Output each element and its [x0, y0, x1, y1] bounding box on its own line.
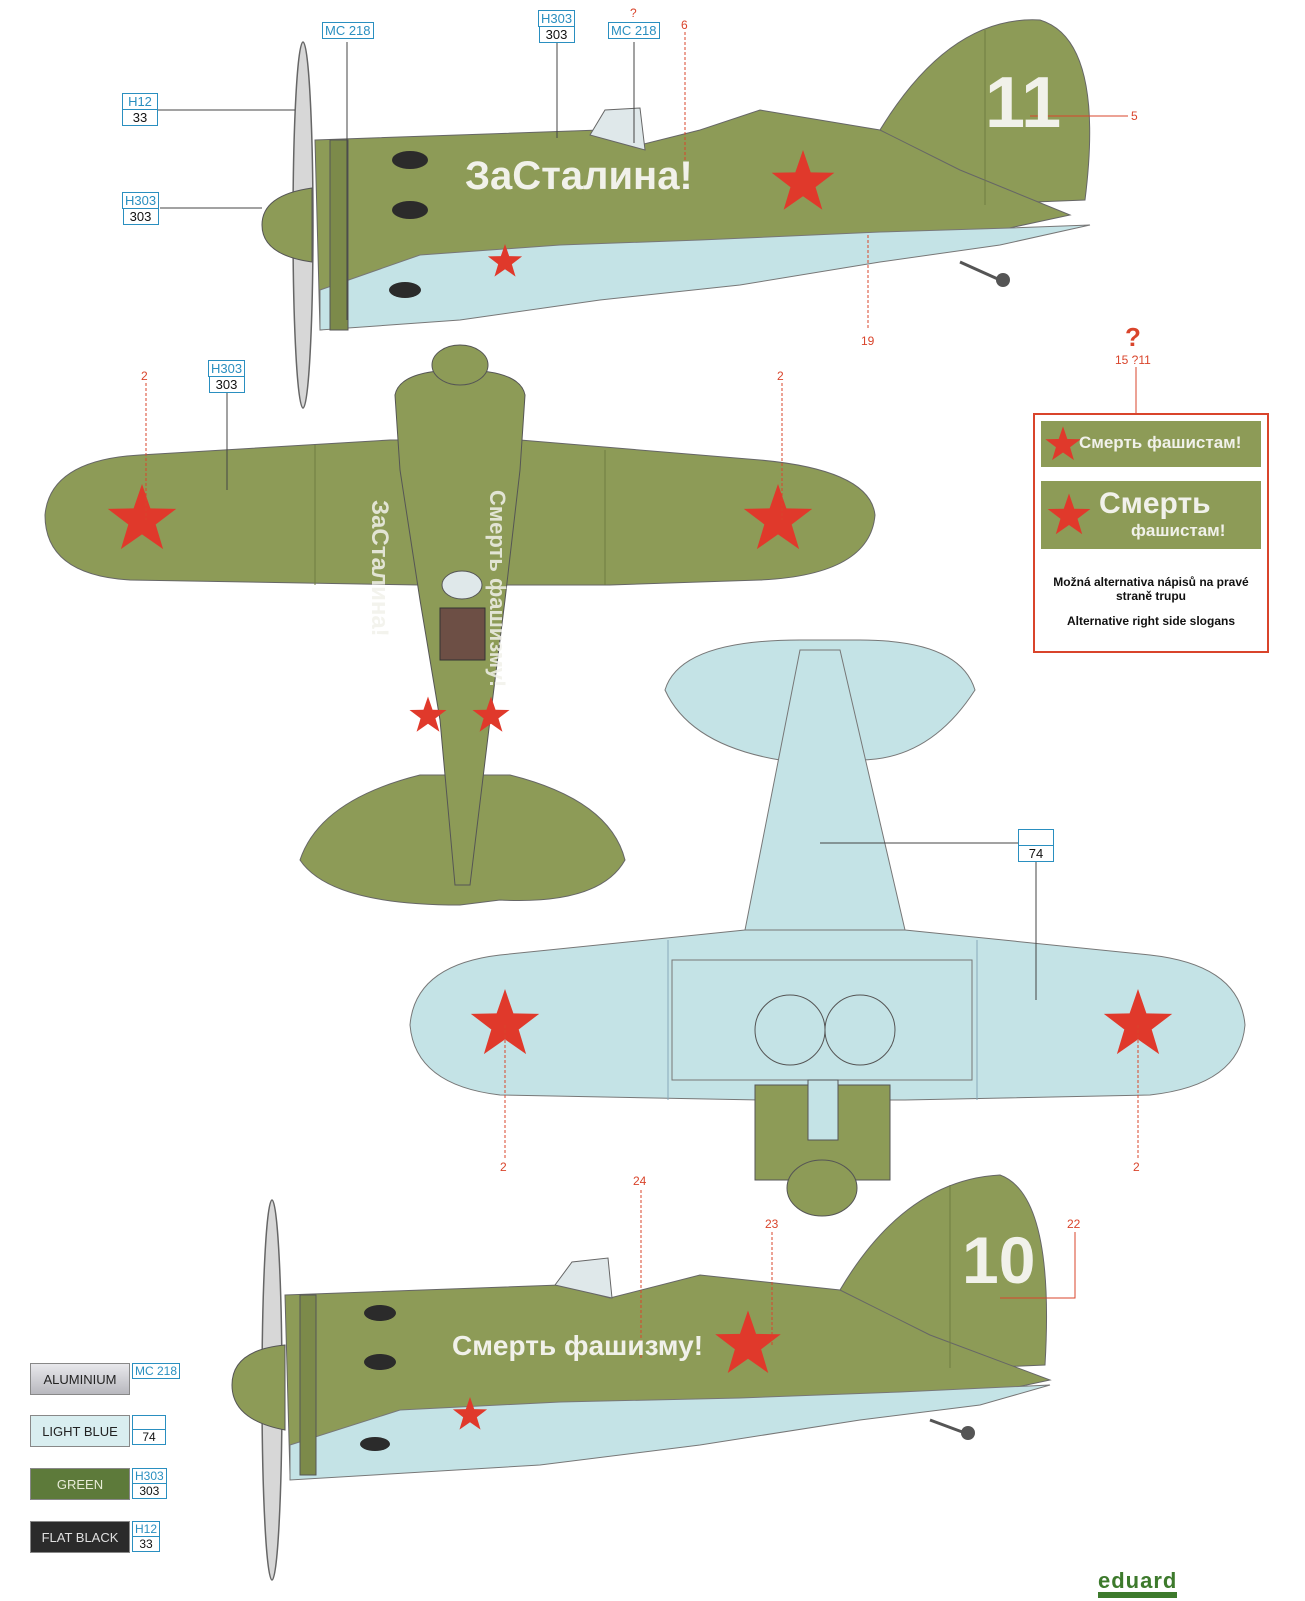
- callout-23: 23: [765, 1217, 779, 1231]
- callout-mc218-b: MC 218: [608, 22, 660, 39]
- legend-codes: H12 33: [132, 1521, 161, 1552]
- callout-h303-plan: H303 303: [208, 360, 246, 393]
- callout-number: 33: [122, 110, 158, 126]
- alt-note-czech: Možná alternativa nápisů na pravé straně…: [1053, 575, 1249, 603]
- legend-swatch: LIGHT BLUE: [30, 1415, 130, 1447]
- callout-number: 303: [538, 27, 575, 43]
- legend-code: [132, 1415, 166, 1430]
- legend-code: H12: [132, 1521, 161, 1537]
- legend-number: 303: [132, 1484, 167, 1499]
- side-view-bottom: [231, 1174, 1052, 1581]
- slogan-plan-right: Смерть фашизму!: [485, 490, 510, 688]
- callout-2-plan-left: 2: [141, 369, 148, 383]
- callout-2-under-left: 2: [500, 1160, 507, 1174]
- callout-code: H303: [122, 192, 160, 209]
- legend-codes: MC 218: [132, 1363, 181, 1379]
- slogan-plan-left: ЗаСталина!: [366, 500, 393, 637]
- callout-2-under-right: 2: [1133, 1160, 1140, 1174]
- tail-number-11: 11: [985, 63, 1062, 143]
- callout-number: 303: [122, 209, 159, 225]
- callout-2-plan-right: 2: [777, 369, 784, 383]
- legend-swatch: ALUMINIUM: [30, 1363, 130, 1395]
- slogan-side-top: ЗаСталина!: [465, 154, 693, 198]
- alternative-slogans-panel: Смерть фашистам! Смерть фашистам! Možná …: [1033, 413, 1269, 653]
- red-star-icon: [1047, 493, 1091, 535]
- alt-slogan-2b: фашистам!: [1131, 521, 1226, 540]
- leader-22: [1000, 1232, 1076, 1299]
- callout-24: 24: [633, 1174, 647, 1188]
- brand-logo: eduard: [1098, 1570, 1178, 1598]
- bottom-view: [409, 639, 1246, 1217]
- alt-slogan-band-2: Смерть фашистам!: [1041, 481, 1261, 549]
- callout-6: 6: [681, 18, 688, 32]
- callout-22: 22: [1067, 1217, 1081, 1231]
- alt-note-english: Alternative right side slogans: [1066, 614, 1236, 628]
- legend-flat-black: FLAT BLACK H12 33: [30, 1521, 161, 1553]
- leader-lines: [145, 32, 1139, 1360]
- callout-19: 19: [861, 334, 875, 348]
- callout-code: H12: [122, 93, 158, 110]
- callout-h303-top: H303 303: [538, 10, 576, 43]
- legend-codes: 74: [132, 1415, 166, 1445]
- callout-code: [1018, 829, 1054, 846]
- callout-code: H303: [208, 360, 246, 377]
- callout-h12: H12 33: [122, 93, 158, 126]
- callout-number: 303: [208, 377, 245, 393]
- legend-swatch: GREEN: [30, 1468, 130, 1500]
- alt-question-mark: ?: [1125, 322, 1141, 352]
- legend-number: 74: [132, 1430, 166, 1445]
- alt-slogan-1: Смерть фашистам!: [1079, 433, 1242, 452]
- callout-mc218-a: MC 218: [322, 22, 374, 39]
- alt-slogan-2a: Смерть: [1099, 487, 1211, 520]
- legend-light-blue: LIGHT BLUE 74: [30, 1415, 166, 1447]
- alt-slogan-band-1: Смерть фашистам!: [1041, 421, 1261, 467]
- legend-code: MC 218: [132, 1363, 181, 1379]
- legend-codes: H303 303: [132, 1468, 167, 1499]
- legend-aluminium: ALUMINIUM MC 218: [30, 1363, 181, 1395]
- side-view-top: [261, 19, 1091, 409]
- callout-74: 74: [1018, 829, 1054, 862]
- tail-number-10: 10: [962, 1223, 1036, 1297]
- callout-code: MC 218: [608, 22, 660, 39]
- top-view: [44, 344, 876, 906]
- callout-question-top: ?: [630, 6, 637, 20]
- slogan-side-bottom: Смерть фашизму!: [452, 1330, 704, 1361]
- legend-swatch: FLAT BLACK: [30, 1521, 130, 1553]
- callout-number: 74: [1018, 846, 1054, 862]
- legend-green: GREEN H303 303: [30, 1468, 167, 1500]
- callout-h303-nose: H303 303: [122, 192, 160, 225]
- callout-code: MC 218: [322, 22, 374, 39]
- legend-code: H303: [132, 1468, 167, 1484]
- callout-5: 5: [1131, 109, 1138, 123]
- legend-number: 33: [132, 1537, 161, 1552]
- red-star-icon: [1045, 426, 1081, 461]
- callout-code: H303: [538, 10, 576, 27]
- alt-refs: 15 ?11: [1115, 353, 1151, 367]
